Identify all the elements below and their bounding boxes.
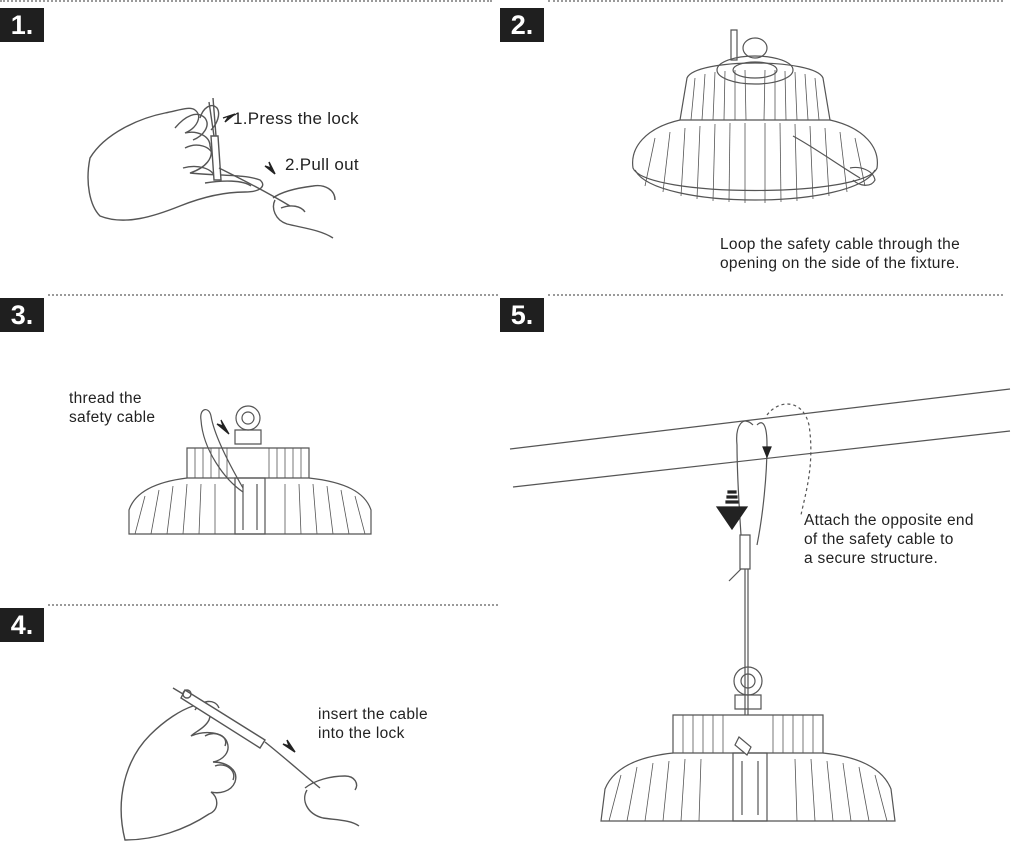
- divider-row-2-right: [548, 294, 1003, 296]
- step-2-caption-line-1: Loop the safety cable through the: [720, 236, 960, 253]
- step-1-badge: 1.: [0, 8, 44, 42]
- step-3-badge: 3.: [0, 298, 44, 332]
- step-3-caption: thread the safety cable: [69, 389, 155, 427]
- step-2-caption-line-2: opening on the side of the fixture.: [720, 255, 960, 272]
- step-5-badge: 5.: [500, 298, 544, 332]
- step-4-caption-line-1: insert the cable: [318, 706, 428, 723]
- highbay-fixture-illustration: [625, 28, 885, 218]
- step-3-caption-line-1: thread the: [69, 390, 142, 407]
- step-5-caption-line-1: Attach the opposite end: [804, 512, 974, 529]
- step-1-label-press-lock: 1.Press the lock: [233, 109, 359, 128]
- step-2-badge: 2.: [500, 8, 544, 42]
- step-4-badge: 4.: [0, 608, 44, 642]
- top-divider-left: [0, 0, 492, 2]
- hanging-fixture-illustration: [505, 385, 1015, 830]
- step-5-caption: Attach the opposite end of the safety ca…: [804, 511, 974, 568]
- step-1-label-pull-out: 2.Pull out: [285, 155, 359, 174]
- divider-step-4: [48, 604, 498, 606]
- step-4-caption-line-2: into the lock: [318, 725, 405, 742]
- hand-press-lock-illustration: [85, 88, 345, 243]
- step-5-caption-line-2: of the safety cable to: [804, 531, 954, 548]
- divider-row-2-left: [48, 294, 498, 296]
- hand-insert-cable-illustration: [115, 680, 365, 845]
- step-5-caption-line-3: a secure structure.: [804, 550, 939, 567]
- top-divider-right: [548, 0, 1003, 2]
- highbay-fixture-side-illustration: [125, 400, 375, 540]
- step-4-caption: insert the cable into the lock: [318, 705, 428, 743]
- step-3-caption-line-2: safety cable: [69, 409, 156, 426]
- step-2-caption: Loop the safety cable through the openin…: [720, 235, 960, 273]
